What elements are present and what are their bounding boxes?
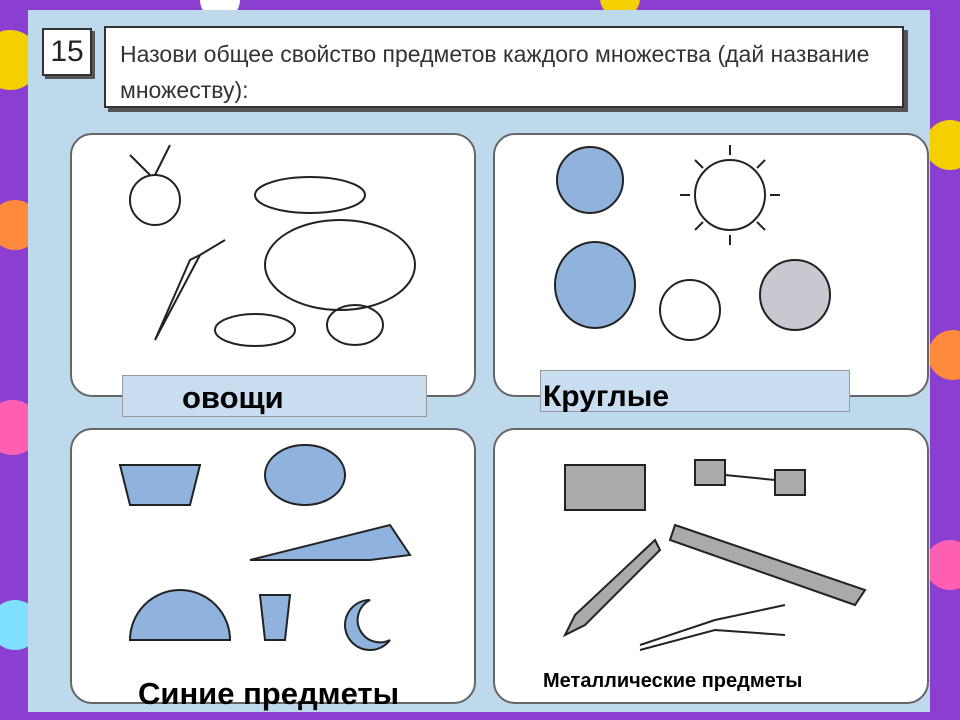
metal-drawings — [562, 459, 867, 651]
blue-drawings — [118, 444, 412, 651]
soap-icon — [264, 444, 346, 506]
task-number: 15 — [42, 28, 92, 76]
balloon-icon — [554, 241, 636, 329]
round-drawings — [554, 145, 831, 341]
ball-icon — [556, 146, 624, 214]
cup-icon — [118, 464, 202, 506]
answer-3: Синие предметы — [138, 676, 400, 711]
answer-1: овощи — [182, 380, 284, 415]
horn-icon — [562, 538, 662, 638]
answer-field-2[interactable] — [540, 370, 850, 412]
apple-icon — [659, 279, 721, 341]
shoe-icon — [249, 523, 412, 561]
clock-icon — [759, 259, 831, 331]
pumpkin-icon — [264, 219, 416, 311]
carrot-icon — [154, 239, 226, 341]
bluebell-icon — [258, 594, 292, 641]
sun-icon — [680, 145, 780, 245]
answer-field-1[interactable] — [122, 375, 427, 417]
saw-icon — [668, 523, 867, 607]
dumbbell-icon — [694, 459, 806, 496]
beet-icon — [129, 144, 181, 226]
answer-4: Металлические предметы — [543, 670, 803, 692]
cucumber-icon — [214, 313, 296, 347]
zucchini-icon — [254, 176, 366, 214]
moon-icon — [344, 599, 391, 651]
pliers-icon — [639, 604, 786, 651]
task-text: Назови общее свойство предметов каждого … — [104, 26, 904, 108]
vegetables-drawings — [129, 144, 416, 347]
set-vegetables-panel — [70, 133, 476, 397]
hat-icon — [128, 589, 232, 641]
pot-icon — [564, 464, 646, 511]
tomato-icon — [326, 304, 384, 346]
